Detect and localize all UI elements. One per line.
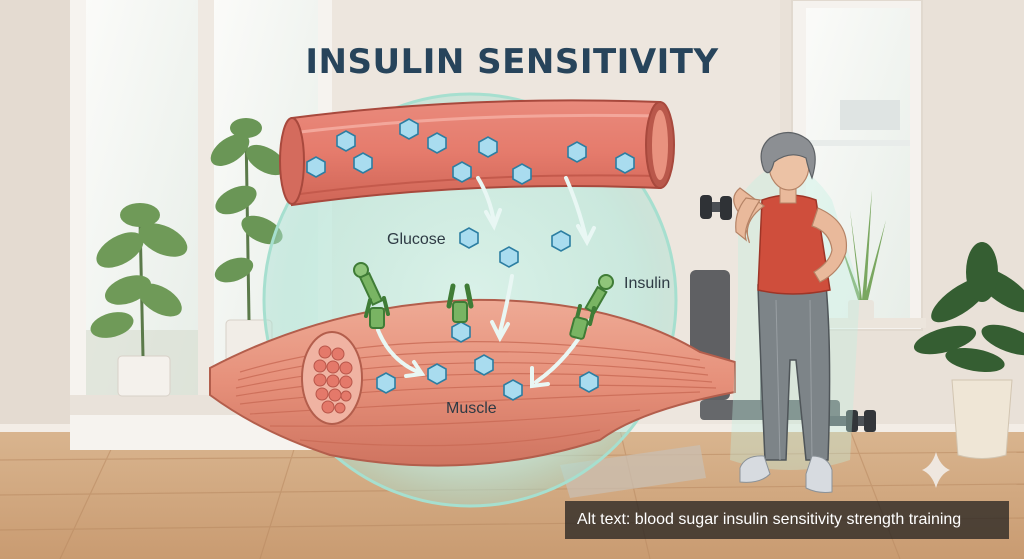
glucose-molecule-icon xyxy=(512,163,532,185)
glucose-molecule-icon xyxy=(427,363,447,385)
glucose-molecule-icon xyxy=(427,132,447,154)
insulin-receptor-icon xyxy=(569,274,614,340)
exercise-mat xyxy=(560,445,706,498)
muscle-label: Muscle xyxy=(446,400,497,417)
glucose-molecule-icon xyxy=(451,321,471,343)
glucose-molecule-icon xyxy=(336,130,356,152)
glucose-molecule-icon xyxy=(579,371,599,393)
glucose-molecule-icon xyxy=(306,156,326,178)
insulin-receptors xyxy=(353,262,614,340)
glucose-molecule-icon xyxy=(376,372,396,394)
diagram-title: INSULIN SENSITIVITY xyxy=(305,42,719,82)
woman-strength-training xyxy=(700,131,860,493)
dumbbell-icon xyxy=(700,195,732,220)
glucose-molecule-icon xyxy=(478,136,498,158)
glucose-molecule-icon xyxy=(474,354,494,376)
glucose-molecule-icon xyxy=(459,227,479,249)
glucose-molecule-icon xyxy=(499,246,519,268)
alt-text-caption: Alt text: blood sugar insulin sensitivit… xyxy=(565,501,1009,539)
glucose-molecule-icon xyxy=(452,161,472,183)
glucose-molecule-icon xyxy=(567,141,587,163)
glucose-flow-arrows xyxy=(376,176,596,389)
glucose-molecule-icon xyxy=(353,152,373,174)
sparkle-icon xyxy=(922,452,950,488)
left-plants xyxy=(90,118,286,397)
glucose-molecule-icon xyxy=(615,152,635,174)
glucose-molecule-icon xyxy=(399,118,419,140)
insulin-receptor-icon xyxy=(446,283,474,323)
glucose-molecules xyxy=(306,118,635,401)
right-potted-plant xyxy=(913,242,1024,459)
insulin-receptor-icon xyxy=(353,262,390,329)
glucose-label: Glucose xyxy=(387,231,446,248)
glucose-molecule-icon xyxy=(551,230,571,252)
muscle-tissue xyxy=(209,298,736,467)
insulin-label: Insulin xyxy=(624,275,671,292)
glucose-molecule-icon xyxy=(503,379,523,401)
